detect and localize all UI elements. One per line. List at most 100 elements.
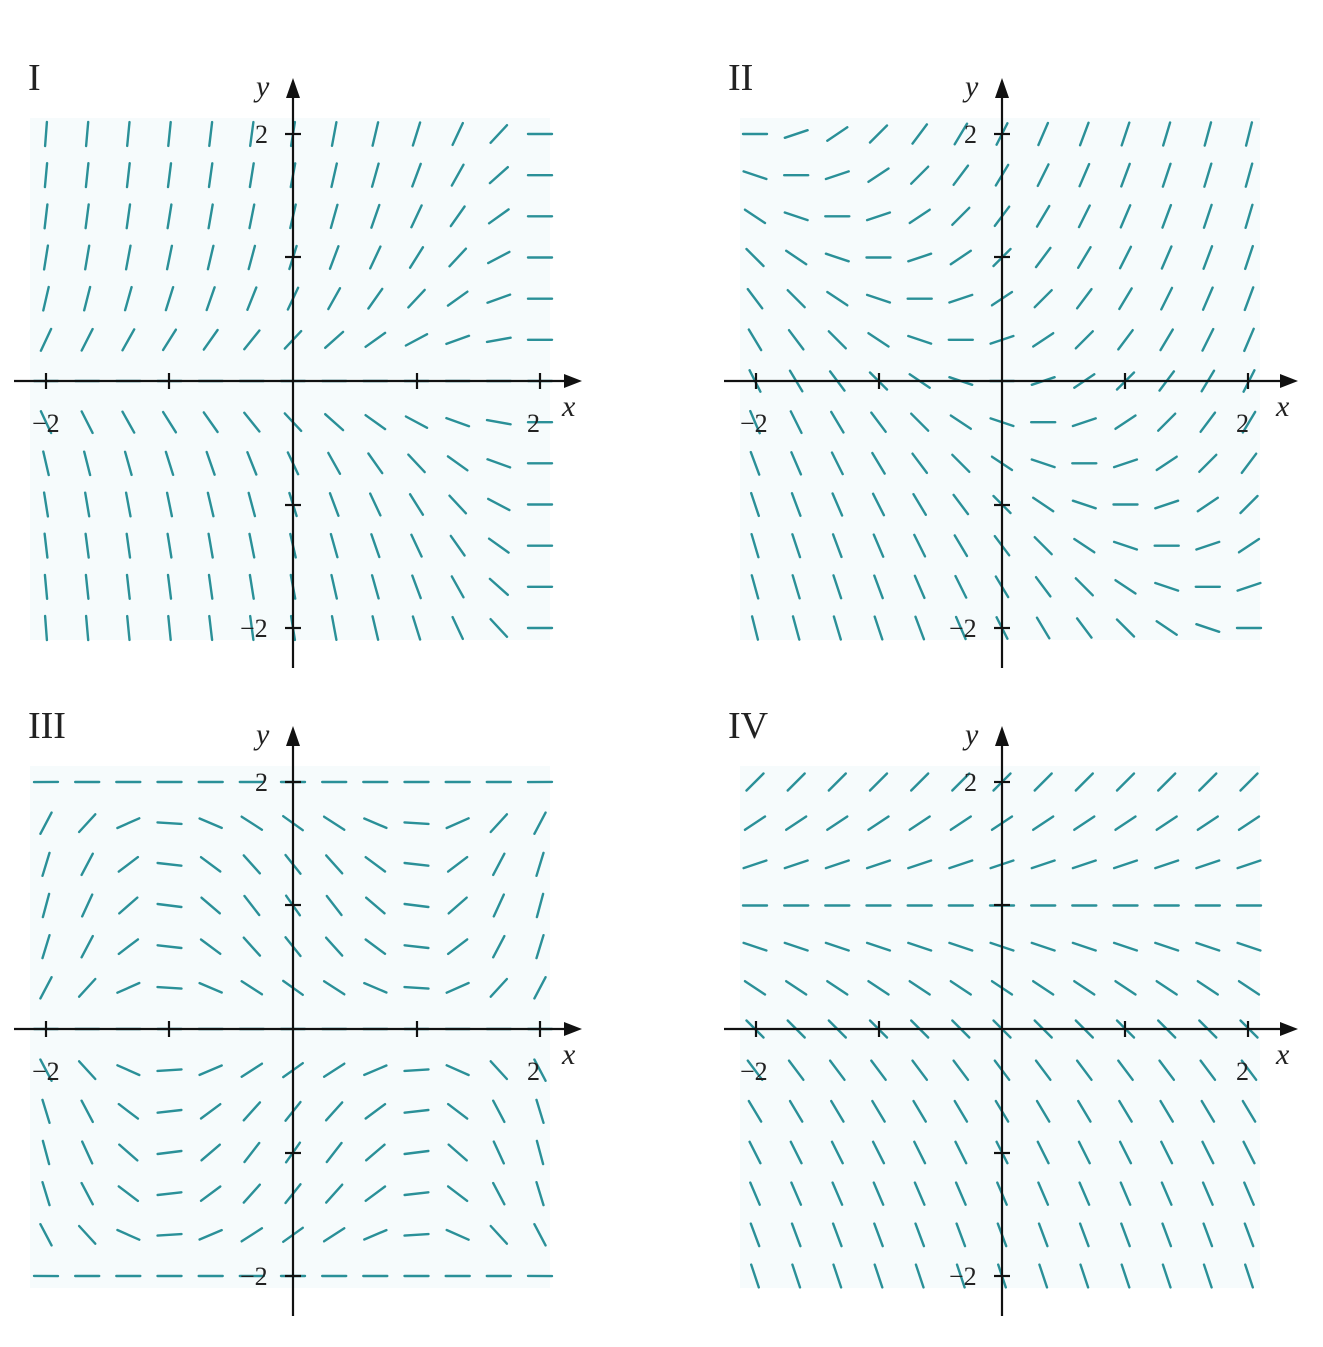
slope-segment xyxy=(403,985,430,990)
slope-segment xyxy=(949,249,972,266)
slope-segment xyxy=(954,1181,967,1206)
slope-segment xyxy=(954,1140,968,1165)
slope-segment xyxy=(248,120,255,148)
slope-segment xyxy=(791,1263,802,1289)
slope-segment xyxy=(84,532,90,559)
slope-segment xyxy=(489,123,509,145)
slope-segment xyxy=(330,120,338,148)
slope-segment xyxy=(1160,1140,1174,1165)
slope-segment xyxy=(907,334,933,345)
slope-segment xyxy=(865,941,892,952)
slope-segment xyxy=(791,574,801,600)
slope-segment xyxy=(329,203,339,230)
slope-segment xyxy=(410,204,423,229)
slope-segment xyxy=(1078,1222,1090,1248)
slope-segment xyxy=(445,1064,470,1077)
slope-segment xyxy=(913,533,927,558)
slope-segment xyxy=(84,203,90,230)
slope-segment xyxy=(116,817,141,830)
slope-segment xyxy=(324,413,345,432)
slope-segment xyxy=(324,1101,344,1122)
slope-segment xyxy=(489,1060,509,1081)
slope-segment xyxy=(912,1099,927,1123)
slope-segment xyxy=(790,451,803,476)
slope-segment xyxy=(1236,859,1262,870)
y-axis-label: y xyxy=(962,70,979,103)
slope-segment xyxy=(39,1222,53,1247)
slope-segment xyxy=(325,1183,344,1204)
slope-segment xyxy=(403,861,430,867)
slope-segment xyxy=(116,981,141,994)
slope-segment xyxy=(1198,772,1218,792)
slope-segment xyxy=(371,121,380,147)
slope-segment xyxy=(832,1263,843,1289)
slope-segment xyxy=(202,411,219,434)
slope-segment xyxy=(1195,540,1221,551)
field-background xyxy=(30,766,550,1288)
slope-segment xyxy=(328,492,340,517)
slope-segment xyxy=(949,980,972,996)
slope-segment xyxy=(910,165,930,185)
slope-segment xyxy=(1030,941,1056,952)
slope-segment xyxy=(1242,1140,1256,1165)
panel-label: II xyxy=(728,57,753,99)
slope-segment xyxy=(785,815,808,831)
slope-segment xyxy=(370,574,380,600)
slope-segment xyxy=(826,126,849,142)
slope-segment xyxy=(364,1185,387,1203)
slope-segment xyxy=(832,574,843,600)
slope-segment xyxy=(198,1064,223,1077)
field-background xyxy=(740,118,1260,640)
slope-segment xyxy=(411,615,422,641)
slope-segment xyxy=(1154,499,1180,510)
slope-segment xyxy=(403,902,430,909)
slope-segment xyxy=(371,615,380,641)
slope-segment xyxy=(370,533,381,559)
slope-segment xyxy=(445,981,470,994)
slope-segment xyxy=(322,980,346,996)
slope-segment xyxy=(749,1222,761,1248)
slope-segment xyxy=(1243,286,1255,312)
slope-segment xyxy=(1076,1099,1092,1123)
slope-segment xyxy=(1118,1140,1133,1165)
slope-segment xyxy=(411,574,422,600)
slope-segment xyxy=(1120,1263,1131,1289)
slope-segment xyxy=(1073,537,1096,554)
slope-segment xyxy=(1239,772,1259,792)
slope-segment xyxy=(207,532,214,559)
slope-segment xyxy=(118,1143,139,1162)
slope-segment xyxy=(1120,1222,1131,1248)
slope-segment xyxy=(492,1181,506,1206)
x-tick-label-neg: −2 xyxy=(740,1057,768,1086)
slope-segment xyxy=(445,334,471,346)
slope-segment xyxy=(831,533,843,559)
slope-segment xyxy=(824,252,850,263)
y-tick-label-neg: −2 xyxy=(949,614,977,643)
slope-segment xyxy=(1201,327,1215,352)
slope-segment xyxy=(914,1222,926,1248)
slope-segment xyxy=(1154,941,1180,952)
slope-segment xyxy=(1078,162,1091,188)
slope-segment xyxy=(411,162,422,188)
panel-I: I x y −2 2 2 −2 xyxy=(14,57,582,668)
slope-segment xyxy=(489,1224,509,1245)
slope-segment xyxy=(80,852,95,877)
y-tick-label-neg: −2 xyxy=(949,1262,977,1291)
slope-segment xyxy=(488,577,509,596)
slope-segment xyxy=(202,328,219,351)
slope-segment xyxy=(322,815,346,831)
slope-segment xyxy=(488,165,509,185)
slope-segment xyxy=(871,492,886,517)
slope-segment xyxy=(535,892,545,919)
slope-segment xyxy=(166,162,173,189)
slope-segment xyxy=(207,573,214,600)
slope-segment xyxy=(156,861,183,867)
slope-segment xyxy=(164,286,175,312)
slope-segment xyxy=(743,815,767,831)
slope-segment xyxy=(948,941,974,952)
slope-segment xyxy=(1114,980,1137,996)
slope-segment xyxy=(785,980,808,996)
slope-segment xyxy=(1034,246,1052,269)
slope-segment xyxy=(322,1062,346,1078)
panel-label: IV xyxy=(728,705,769,747)
